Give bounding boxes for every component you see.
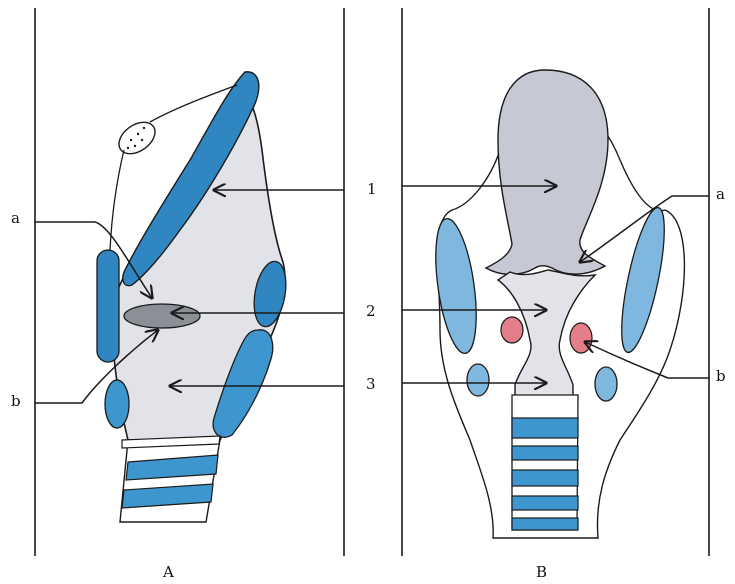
label-b-right: b — [716, 369, 726, 384]
panel-a-ligament-lower — [110, 150, 124, 250]
panel-b-small-oval-right — [595, 367, 617, 401]
label-a-left: a — [11, 211, 20, 226]
panel-a-larynx — [97, 72, 291, 522]
panel-a-small-oval — [105, 380, 129, 428]
panel-a-left-cartilage — [97, 250, 119, 362]
label-b-left: b — [11, 394, 21, 409]
panel-b-pink-nodule-left — [501, 317, 523, 343]
label-3: 3 — [366, 377, 376, 392]
panel-b-pink-nodule-right — [570, 323, 592, 353]
panel-a-hyoid-oval — [113, 116, 161, 160]
label-a-right: a — [716, 187, 725, 202]
panel-a-vocal-fold — [124, 304, 200, 328]
panel-b-small-oval-left — [467, 364, 489, 396]
panel-a-trachea — [120, 440, 220, 522]
label-1: 1 — [367, 182, 377, 197]
panel-b-larynx — [429, 70, 685, 538]
label-2: 2 — [366, 304, 376, 319]
caption-panel-a: A — [163, 565, 174, 580]
caption-panel-b: B — [536, 565, 547, 580]
